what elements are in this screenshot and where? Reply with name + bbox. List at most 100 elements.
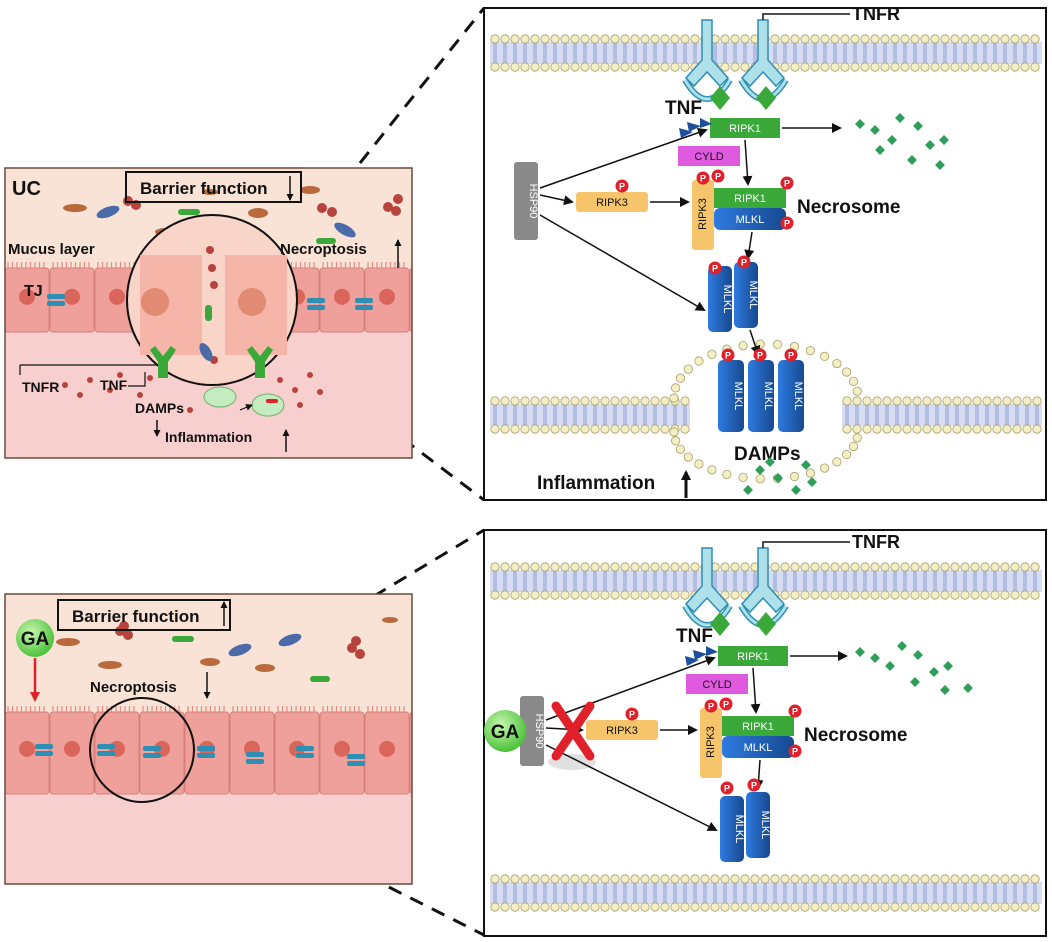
mlkl-pore: MLKL MLKL MLKL	[718, 360, 804, 432]
damp-particle	[929, 667, 939, 677]
phospho-badge-label: P	[712, 264, 718, 274]
barrier-box	[57, 599, 231, 631]
tight-junction-icon	[246, 759, 264, 764]
necrosome-ripk3-label: RIPK3	[705, 726, 717, 758]
lipid-bilayer	[842, 396, 1042, 434]
uc-label: UC	[12, 178, 41, 200]
phospho-badge	[625, 707, 639, 721]
tight-junction-icon	[97, 744, 115, 749]
pore-membrane-arc	[669, 339, 862, 484]
nucleus	[379, 740, 395, 757]
necrosome-ripk1-label: RIPK1	[734, 193, 766, 205]
necrosome-ripk3-label: RIPK3	[697, 198, 709, 230]
necrosome-complex: RIPK3 RIPK1 MLKL	[700, 708, 794, 778]
damps-label: DAMPs	[135, 400, 184, 416]
pathway-arrows	[545, 651, 848, 831]
damp-particle	[855, 647, 865, 657]
damp-particle	[913, 121, 923, 131]
damp-particle	[963, 683, 973, 693]
uc-panel-frame	[4, 167, 413, 459]
mlkl-label: MLKL	[762, 382, 774, 411]
necroptosis-label: Necroptosis	[280, 241, 367, 258]
phospho-badge	[719, 697, 733, 711]
tnf-label: TNF	[665, 98, 702, 119]
nucleus	[64, 288, 80, 305]
pathway-arrows	[539, 123, 842, 356]
ubiquitin-chain-icon	[679, 118, 712, 138]
tight-junction-icon	[307, 298, 325, 303]
cyld-box	[678, 146, 740, 166]
tj-label: TJ	[24, 283, 43, 300]
damp-particle	[743, 485, 753, 495]
mlkl-label: MLKL	[732, 382, 744, 411]
mlkl-label: MLKL	[721, 285, 733, 314]
nucleus	[424, 289, 440, 305]
ga-panel-frame	[4, 593, 413, 885]
nucleus	[424, 741, 440, 757]
inflammation-label: Inflammation	[537, 473, 655, 494]
inhibition-x-icon	[548, 701, 596, 770]
damp-particle	[875, 145, 885, 155]
uc-tissue-panel	[5, 168, 440, 458]
tight-junction-icon	[197, 753, 215, 758]
phospho-badge-label: P	[784, 219, 790, 229]
damp-particle	[897, 641, 907, 651]
mlkl-dimer: MLKL MLKL	[708, 262, 759, 332]
ga-label: GA	[21, 629, 50, 650]
phospho-badge	[696, 171, 710, 185]
damp-particle	[910, 677, 920, 687]
damp-particle	[791, 485, 801, 495]
dying-cells	[140, 246, 287, 364]
damp-particle	[943, 661, 953, 671]
tnfr-label: TNFR	[852, 532, 900, 552]
mlkl-dimer: MLKL MLKL	[720, 792, 771, 862]
mlkl-label: MLKL	[759, 811, 771, 840]
phospho-badge-label: P	[784, 179, 790, 189]
tnfr-leader-line	[762, 541, 850, 548]
tight-junction-icon	[97, 751, 115, 756]
damp-particle	[907, 155, 917, 165]
nucleus	[334, 740, 350, 757]
ripk1-box	[710, 118, 780, 138]
necrosome-mlkl-label: MLKL	[736, 214, 765, 226]
hsp90-label: HSP90	[533, 714, 545, 749]
ripk1-box	[718, 646, 788, 666]
damp-particle	[801, 460, 811, 470]
nucleus	[64, 740, 80, 757]
damps-label: DAMPs	[734, 444, 801, 465]
phospho-badge-label: P	[629, 710, 635, 720]
phospho-badge	[720, 781, 734, 795]
tight-junction-icon	[35, 751, 53, 756]
damp-particle	[855, 119, 865, 129]
tnfr-leader-line	[762, 13, 850, 20]
tnf-label: TNF	[100, 377, 128, 393]
necrosome-label: Necrosome	[804, 725, 908, 746]
tight-junction-icon	[307, 305, 325, 310]
tight-junction-icon	[347, 761, 365, 766]
phospho-badge	[721, 348, 735, 362]
cyld-box	[686, 674, 748, 694]
ripk1-label: RIPK1	[729, 123, 761, 135]
nucleus	[109, 288, 125, 305]
damp-particle	[870, 125, 880, 135]
necrosome-ripk1-label: RIPK1	[742, 721, 774, 733]
phospho-badge-label: P	[724, 784, 730, 794]
phospho-badge-label: P	[723, 700, 729, 710]
epithelial-cell	[409, 711, 412, 795]
tnf-ligand-icon	[710, 86, 776, 110]
ga-tissue-panel	[5, 594, 440, 884]
phospho-badge	[747, 778, 761, 792]
phospho-badge-label: P	[788, 351, 794, 361]
phospho-badge	[737, 255, 751, 269]
phospho-badge	[711, 169, 725, 183]
hsp90-box	[514, 162, 538, 240]
damps-particles	[855, 641, 973, 695]
tight-junction-icon	[47, 294, 65, 299]
phospho-badge	[708, 261, 722, 275]
ga-label: GA	[491, 722, 520, 743]
tight-junction-icon	[355, 305, 373, 310]
phospho-badge-label: P	[700, 174, 706, 184]
damp-particle	[920, 105, 930, 115]
mlkl-label: MLKL	[747, 281, 759, 310]
